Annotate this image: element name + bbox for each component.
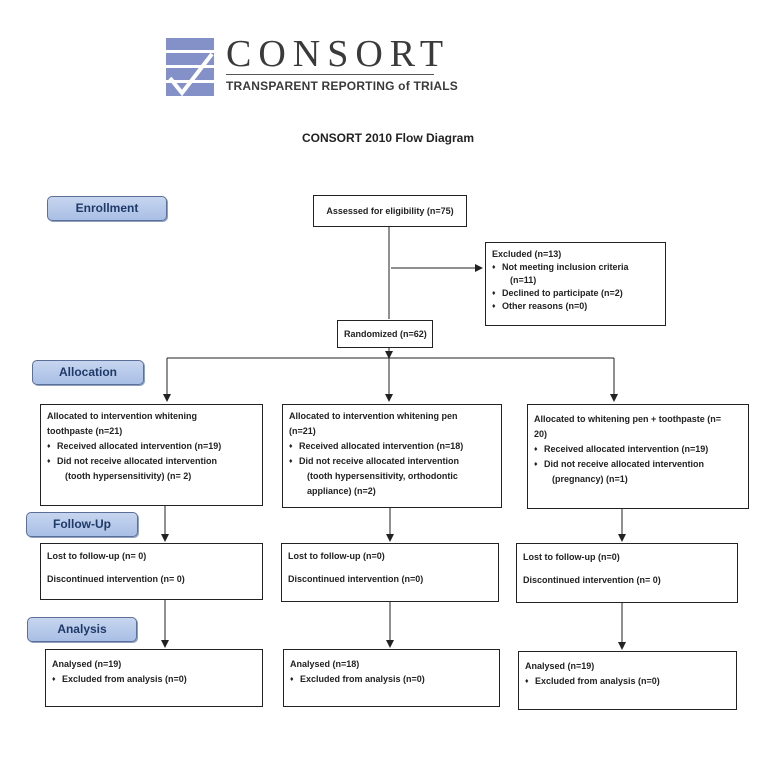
assessed-text: Assessed for eligibility (n=75) bbox=[326, 206, 454, 216]
excluded-item-count: (n=11) bbox=[510, 275, 537, 285]
followup-box-pen: Lost to follow-up (n=0) Discontinued int… bbox=[281, 543, 499, 602]
page-title: CONSORT 2010 Flow Diagram bbox=[301, 131, 475, 145]
followup-lost: Lost to follow-up (n= 0) bbox=[47, 551, 147, 561]
allocation-not-received: Did not receive allocated intervention bbox=[534, 457, 742, 472]
stage-followup: Follow-Up bbox=[26, 512, 138, 537]
stage-analysis: Analysis bbox=[27, 617, 137, 642]
allocation-box-pen: Allocated to intervention whitening pen … bbox=[282, 404, 502, 508]
allocation-title: Allocated to whitening pen + toothpaste … bbox=[534, 414, 722, 424]
analysis-analysed: Analysed (n=19) bbox=[52, 659, 122, 669]
stage-allocation: Allocation bbox=[32, 360, 144, 385]
allocation-received: Received allocated intervention (n=18) bbox=[289, 439, 495, 454]
logo-divider bbox=[226, 74, 434, 75]
allocation-box-toothpaste: Allocated to intervention whitening toot… bbox=[40, 404, 263, 506]
logo-tagline: TRANSPARENT REPORTING of TRIALS bbox=[226, 79, 458, 93]
allocation-received: Received allocated intervention (n=19) bbox=[534, 442, 742, 457]
consort-logo-icon bbox=[166, 38, 214, 96]
followup-box-toothpaste: Lost to follow-up (n= 0) Discontinued in… bbox=[40, 543, 263, 600]
followup-discontinued: Discontinued intervention (n= 0) bbox=[47, 574, 185, 584]
allocation-title: (n=21) bbox=[289, 426, 316, 436]
analysis-box-pen-toothpaste: Analysed (n=19) Excluded from analysis (… bbox=[518, 651, 737, 710]
followup-lost: Lost to follow-up (n=0) bbox=[523, 552, 620, 562]
followup-box-pen-toothpaste: Lost to follow-up (n=0) Discontinued int… bbox=[516, 543, 738, 603]
followup-discontinued: Discontinued intervention (n= 0) bbox=[523, 575, 661, 585]
allocation-title: toothpaste (n=21) bbox=[47, 426, 123, 436]
logo-wordmark: CONSORT bbox=[226, 33, 451, 75]
assessed-box: Assessed for eligibility (n=75) bbox=[313, 195, 467, 227]
followup-lost: Lost to follow-up (n=0) bbox=[288, 551, 385, 561]
analysis-analysed: Analysed (n=18) bbox=[290, 659, 360, 669]
allocation-box-pen-toothpaste: Allocated to whitening pen + toothpaste … bbox=[527, 404, 749, 509]
allocation-not-received: Did not receive allocated intervention bbox=[289, 454, 495, 469]
allocation-title: Allocated to intervention whitening pen bbox=[289, 411, 458, 421]
randomized-box: Randomized (n=62) bbox=[337, 320, 433, 348]
excluded-box: Excluded (n=13) Not meeting inclusion cr… bbox=[485, 242, 666, 326]
analysis-analysed: Analysed (n=19) bbox=[525, 661, 595, 671]
analysis-excluded: Excluded from analysis (n=0) bbox=[52, 672, 256, 687]
followup-discontinued: Discontinued intervention (n=0) bbox=[288, 574, 424, 584]
allocation-not-received: Did not receive allocated intervention bbox=[47, 454, 256, 469]
allocation-title: 20) bbox=[534, 429, 548, 439]
allocation-not-received-detail: (pregnancy) (n=1) bbox=[552, 474, 628, 484]
excluded-item: Declined to participate (n=2) bbox=[492, 287, 659, 300]
allocation-title: Allocated to intervention whitening bbox=[47, 411, 198, 421]
randomized-text: Randomized (n=62) bbox=[344, 329, 427, 339]
allocation-not-received-detail: appliance) (n=2) bbox=[307, 486, 376, 496]
analysis-box-toothpaste: Analysed (n=19) Excluded from analysis (… bbox=[45, 649, 263, 707]
excluded-item: Not meeting inclusion criteria bbox=[492, 261, 659, 274]
analysis-excluded: Excluded from analysis (n=0) bbox=[290, 672, 493, 687]
excluded-item: Other reasons (n=0) bbox=[492, 300, 659, 313]
allocation-not-received-detail: (tooth hypersensitivity, orthodontic bbox=[307, 471, 458, 481]
stage-enrollment: Enrollment bbox=[47, 196, 167, 221]
analysis-excluded: Excluded from analysis (n=0) bbox=[525, 674, 730, 689]
allocation-not-received-detail: (tooth hypersensitivity) (n= 2) bbox=[65, 471, 192, 481]
allocation-received: Received allocated intervention (n=19) bbox=[47, 439, 256, 454]
analysis-box-pen: Analysed (n=18) Excluded from analysis (… bbox=[283, 649, 500, 707]
excluded-title: Excluded (n=13) bbox=[492, 249, 562, 259]
